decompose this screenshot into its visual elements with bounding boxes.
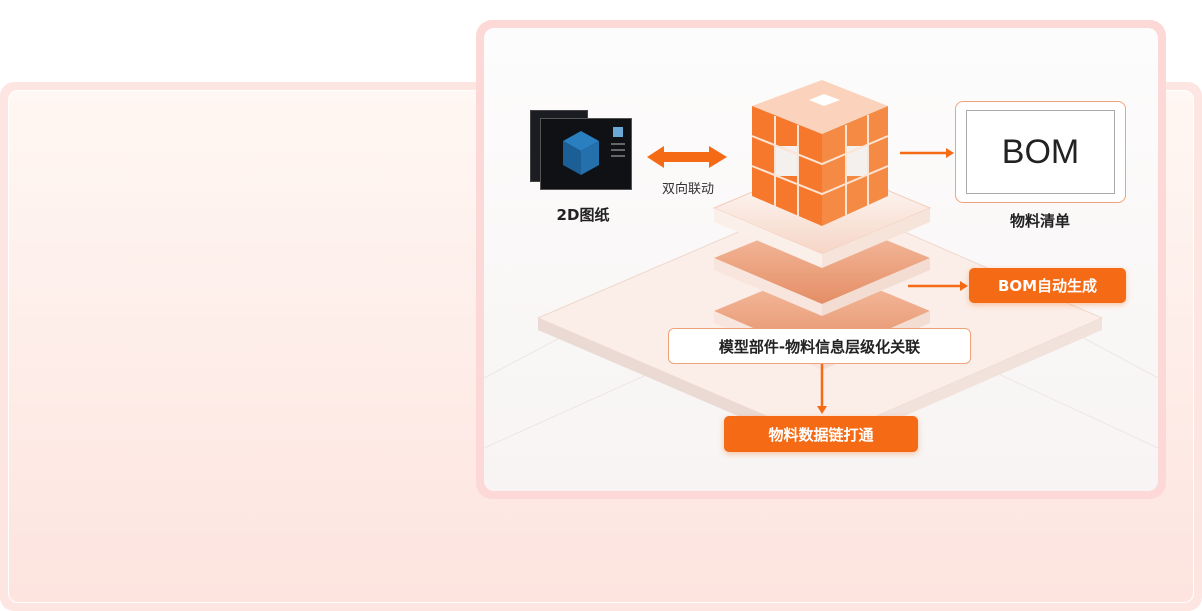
bidirectional-arrow-icon — [647, 146, 727, 168]
relation-box: 模型部件-物料信息层级化关联 — [668, 328, 971, 364]
drawing-label: 2D图纸 — [556, 206, 610, 224]
bom-label: 物料清单 — [1009, 212, 1071, 230]
bom-doc-text: BOM — [966, 110, 1115, 194]
bom-document: BOM — [955, 101, 1126, 203]
sync-label: 双向联动 — [661, 182, 715, 197]
auto-bom-button[interactable]: BOM自动生成 — [969, 268, 1126, 303]
platform-graphic — [484, 80, 1158, 452]
cad-cube-icon — [563, 127, 625, 175]
bom-illustration: 2D图纸 双向联动 BOM 物料清单 BOM自动生成 模型部件-物料信息层级化关… — [484, 28, 1158, 491]
data-chain-button[interactable]: 物料数据链打通 — [724, 416, 918, 452]
illustration-card: 2D图纸 双向联动 BOM 物料清单 BOM自动生成 模型部件-物料信息层级化关… — [476, 20, 1166, 499]
